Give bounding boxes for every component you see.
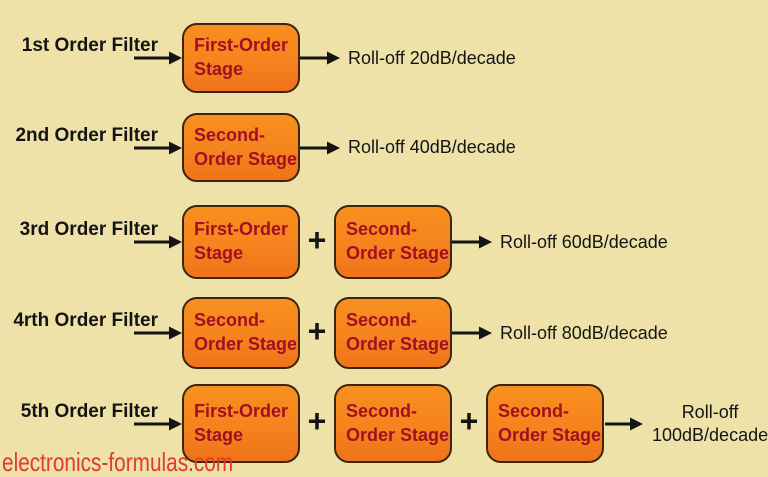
stage-box-line1: First-Order bbox=[194, 400, 289, 421]
arrow-right-icon bbox=[134, 51, 182, 65]
arrow-right-icon bbox=[300, 141, 340, 154]
stage-box-line1: Second- bbox=[498, 400, 570, 421]
row-label: 1st Order Filter bbox=[21, 35, 158, 56]
stage-box: Second- Order Stage bbox=[182, 113, 300, 182]
plus-sign: + bbox=[307, 403, 327, 439]
stage-box-line1: First-Order bbox=[194, 219, 289, 240]
plus-sign: + bbox=[459, 403, 479, 439]
stage-box: Second- Order Stage bbox=[334, 205, 452, 279]
stage-box: Second- Order Stage bbox=[486, 384, 604, 463]
row-label: 4rth Order Filter bbox=[13, 310, 158, 331]
row-label: 2nd Order Filter bbox=[15, 124, 158, 146]
stage-box: Second- Order Stage bbox=[182, 297, 300, 369]
rolloff-label: Roll-off 60dB/decade bbox=[500, 231, 668, 252]
stage-box: Second- Order Stage bbox=[334, 384, 452, 463]
rolloff-label: Roll-off 20dB/decade bbox=[348, 47, 516, 68]
stage-box-line1: Second- bbox=[194, 310, 266, 331]
stage-box-line2: Order Stage bbox=[346, 424, 450, 445]
stage-box: First-Order Stage bbox=[182, 384, 300, 463]
rolloff-label: Roll-off 80dB/decade bbox=[500, 322, 668, 343]
stage-box-line2: Order Stage bbox=[194, 334, 298, 354]
row-label: 3rd Order Filter bbox=[19, 219, 158, 240]
stage-box-line1: Second- bbox=[346, 400, 418, 421]
watermark-text: electronics-formulas.com bbox=[2, 447, 234, 477]
stage-box-line1: Second- bbox=[346, 219, 418, 240]
stage-box: First-Order Stage bbox=[182, 205, 300, 279]
arrow-right-icon bbox=[134, 141, 182, 154]
filter-row-2nd-order: 2nd Order Filter Second- Order Stage Rol… bbox=[0, 113, 516, 182]
stage-box-line2: Order Stage bbox=[346, 243, 450, 263]
arrow-right-icon bbox=[452, 326, 492, 340]
plus-sign: + bbox=[307, 221, 327, 258]
arrow-right-icon bbox=[605, 417, 643, 430]
stage-box-line2: Stage bbox=[194, 243, 244, 263]
filter-row-4th-order: 4rth Order Filter Second- Order Stage + … bbox=[0, 297, 668, 369]
filter-row-3rd-order: 3rd Order Filter First-Order Stage + Sec… bbox=[0, 205, 668, 279]
stage-box-line2: Stage bbox=[194, 424, 244, 445]
stage-box-line2: Order Stage bbox=[346, 334, 450, 354]
arrow-right-icon bbox=[134, 326, 182, 340]
arrow-right-icon bbox=[452, 235, 492, 249]
rolloff-label: Roll-off 100dB/decade bbox=[652, 402, 768, 445]
stage-box-line1: First-Order bbox=[194, 35, 289, 56]
stage-box-line1: Second- bbox=[346, 310, 418, 331]
arrow-right-icon bbox=[134, 417, 182, 430]
arrow-right-icon bbox=[300, 51, 340, 65]
rolloff-label: Roll-off 40dB/decade bbox=[348, 137, 516, 157]
stage-box-line1: Second- bbox=[194, 124, 266, 145]
arrow-right-icon bbox=[134, 235, 182, 249]
filter-row-1st-order: 1st Order Filter First-Order Stage Roll-… bbox=[0, 23, 516, 93]
row-label: 5th Order Filter bbox=[20, 400, 158, 422]
stage-box: First-Order Stage bbox=[182, 23, 300, 93]
stage-box-line2: Stage bbox=[194, 59, 244, 79]
filter-row-5th-order: 5th Order Filter First-Order Stage + Sec… bbox=[0, 384, 768, 463]
stage-box: Second- Order Stage bbox=[334, 297, 452, 369]
stage-box-line2: Order Stage bbox=[498, 424, 602, 445]
plus-sign: + bbox=[307, 312, 327, 349]
stage-box-line2: Order Stage bbox=[194, 148, 298, 169]
